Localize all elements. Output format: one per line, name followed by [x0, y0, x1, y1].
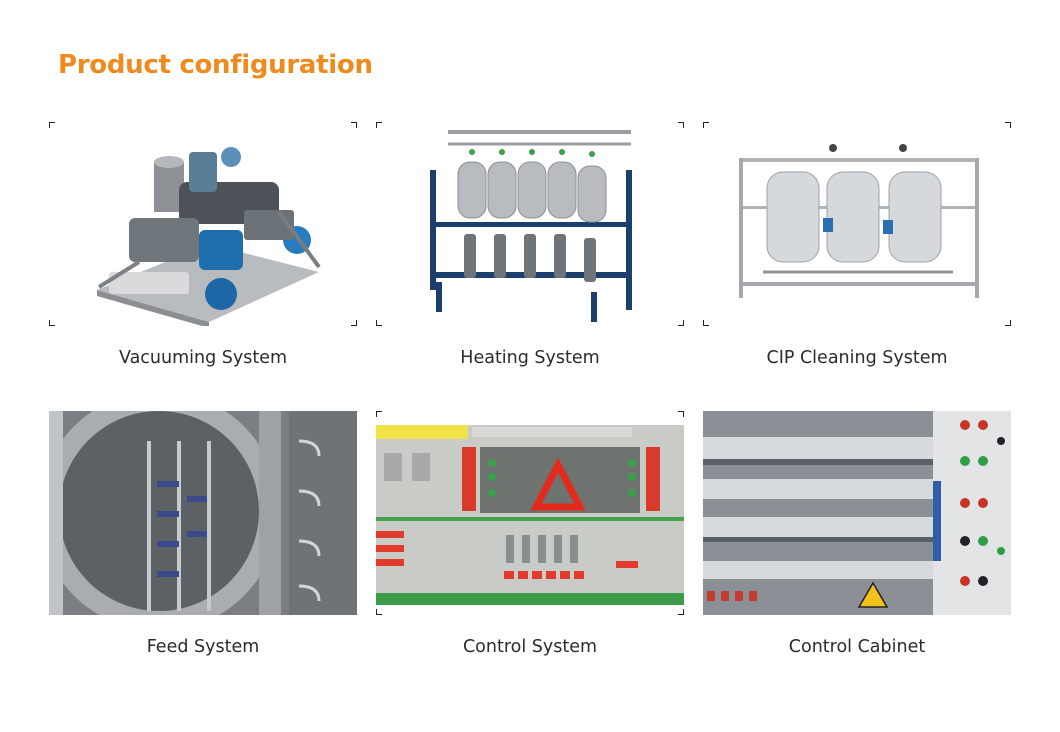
scada-screen-image: [376, 411, 684, 615]
product-card-control-cabinet[interactable]: Control Cabinet: [703, 411, 1011, 657]
vacuum-pump-unit-image: [49, 122, 357, 326]
product-card-control-system[interactable]: Control System: [376, 411, 684, 657]
product-caption: Control System: [462, 637, 598, 657]
product-card-cip[interactable]: CIP Cleaning System: [703, 122, 1011, 368]
product-caption: Vacuuming System: [118, 348, 288, 368]
product-caption: Heating System: [460, 348, 600, 368]
product-card-feed[interactable]: Feed System: [49, 411, 357, 657]
page-title: Product configuration: [58, 50, 373, 80]
product-caption: CIP Cleaning System: [766, 348, 948, 368]
product-caption: Feed System: [146, 637, 260, 657]
product-card-heating[interactable]: Heating System: [376, 122, 684, 368]
cip-tanks-image: [703, 122, 1011, 326]
product-card-vacuuming[interactable]: Vacuuming System: [49, 122, 357, 368]
freeze-dryer-chamber-image: [49, 411, 357, 615]
electrical-cabinet-image: [703, 411, 1011, 615]
heating-tanks-image: [376, 122, 684, 326]
product-caption: Control Cabinet: [788, 637, 926, 657]
